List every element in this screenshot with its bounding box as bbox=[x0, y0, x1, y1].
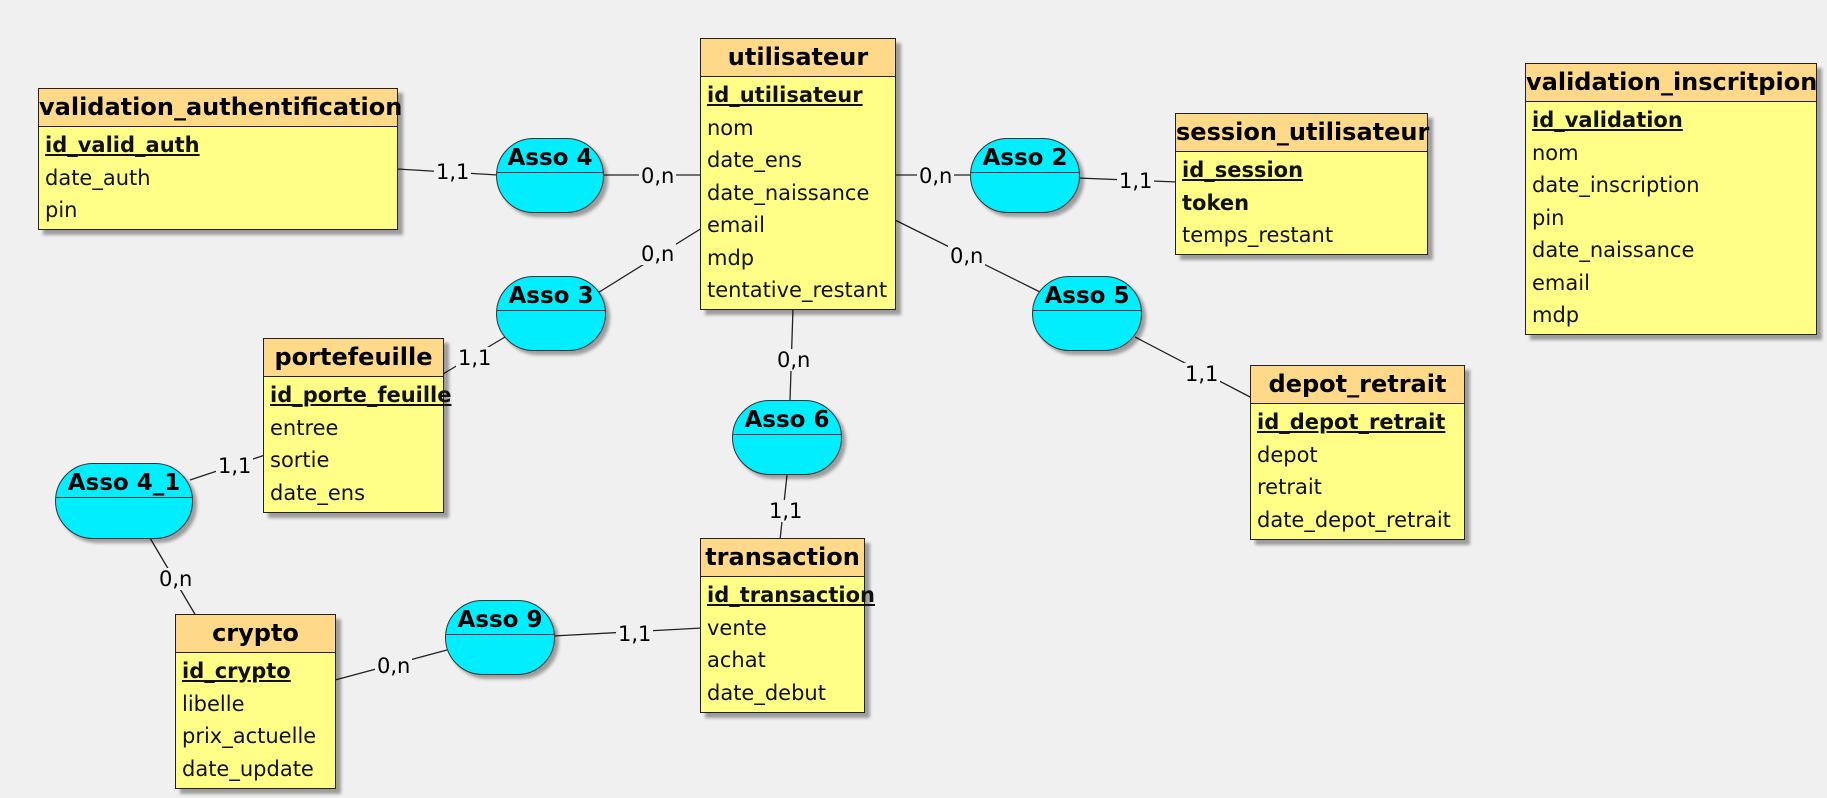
association-name: Asso 2 bbox=[982, 145, 1068, 171]
attribute: email bbox=[1532, 270, 1590, 295]
cardinality-label: 1,1 bbox=[434, 160, 472, 184]
primary-key: id_validation bbox=[1532, 108, 1683, 132]
attribute: date_depot_retrait bbox=[1257, 507, 1451, 532]
attribute: libelle bbox=[182, 691, 245, 716]
entity-title: depot_retrait bbox=[1251, 366, 1464, 404]
attribute: nom bbox=[707, 115, 754, 140]
cardinality-label: 0,n bbox=[639, 242, 677, 266]
attribute: email bbox=[707, 213, 765, 237]
attribute: date_update bbox=[182, 756, 314, 781]
entity-validation-authentification: validation_authentification id_valid_aut… bbox=[38, 88, 402, 230]
cardinality-label: 1,1 bbox=[216, 454, 254, 478]
association-asso5: Asso 5 bbox=[1032, 276, 1142, 351]
primary-key: id_porte_feuille bbox=[270, 383, 452, 407]
attribute: sortie bbox=[270, 448, 330, 472]
entity-depot-retrait: depot_retrait id_depot_retrait depot ret… bbox=[1250, 365, 1465, 540]
cardinality-label: 1,1 bbox=[616, 622, 654, 646]
cardinality-label: 1,1 bbox=[1183, 362, 1221, 386]
attribute: token bbox=[1182, 190, 1250, 215]
entity-title: transaction bbox=[701, 539, 864, 577]
attribute: date_ens bbox=[707, 148, 803, 172]
primary-key: id_utilisateur bbox=[707, 83, 863, 107]
entity-title: portefeuille bbox=[264, 339, 443, 377]
entity-session-utilisateur: session_utilisateur id_session token tem… bbox=[1175, 113, 1429, 255]
attribute: entree bbox=[270, 415, 339, 440]
association-asso6: Asso 6 bbox=[732, 400, 842, 475]
entity-transaction: transaction id_transaction vente achat d… bbox=[700, 538, 875, 713]
entity-title: crypto bbox=[176, 615, 335, 653]
primary-key: id_crypto bbox=[182, 659, 291, 683]
association-divider bbox=[497, 171, 603, 173]
attribute: pin bbox=[45, 198, 78, 222]
association-divider bbox=[733, 433, 841, 435]
cardinality-label: 0,n bbox=[157, 567, 195, 591]
association-asso9: Asso 9 bbox=[445, 600, 555, 675]
primary-key: id_transaction bbox=[707, 583, 875, 607]
association-asso4: Asso 4 bbox=[496, 138, 604, 213]
attribute: retrait bbox=[1257, 475, 1322, 499]
entity-utilisateur: utilisateur id_utilisateur nom date_ens … bbox=[700, 38, 896, 310]
primary-key: id_valid_auth bbox=[45, 133, 200, 157]
association-divider bbox=[971, 171, 1079, 173]
entity-title: session_utilisateur bbox=[1176, 114, 1429, 152]
entity-crypto: crypto id_crypto libelle prix_actuelle d… bbox=[175, 614, 336, 789]
attribute: date_debut bbox=[707, 680, 826, 705]
entity-title: validation_inscritpion bbox=[1526, 64, 1817, 102]
primary-key: id_session bbox=[1182, 158, 1304, 182]
association-divider bbox=[56, 497, 192, 499]
association-asso2: Asso 2 bbox=[970, 138, 1080, 213]
attribute: prix_actuelle bbox=[182, 724, 317, 748]
attribute: date_naissance bbox=[707, 180, 870, 205]
association-asso3: Asso 3 bbox=[496, 276, 606, 351]
association-name: Asso 6 bbox=[744, 407, 830, 433]
association-divider bbox=[1033, 309, 1141, 311]
attribute: pin bbox=[1532, 205, 1565, 230]
entity-title: utilisateur bbox=[701, 39, 895, 77]
cardinality-label: 1,1 bbox=[1117, 169, 1155, 193]
association-asso4_1: Asso 4_1 bbox=[55, 463, 193, 539]
association-name: Asso 5 bbox=[1044, 283, 1130, 309]
attribute: vente bbox=[707, 615, 767, 640]
attribute: temps_restant bbox=[1182, 223, 1334, 247]
association-name: Asso 3 bbox=[508, 283, 594, 309]
primary-key: id_depot_retrait bbox=[1257, 410, 1446, 434]
cardinality-label: 1,1 bbox=[767, 499, 805, 523]
association-name: Asso 4 bbox=[507, 145, 593, 171]
association-name: Asso 4_1 bbox=[67, 470, 181, 496]
entity-title: validation_authentification bbox=[39, 89, 402, 127]
association-divider bbox=[497, 309, 605, 311]
cardinality-label: 0,n bbox=[375, 654, 413, 678]
cardinality-label: 0,n bbox=[948, 244, 986, 268]
attribute: achat bbox=[707, 648, 766, 672]
attribute: depot bbox=[1257, 442, 1318, 467]
attribute: mdp bbox=[1532, 303, 1580, 327]
attribute: tentative_restant bbox=[707, 278, 888, 302]
entity-validation-inscritpion: validation_inscritpion id_validation nom… bbox=[1525, 63, 1817, 335]
attribute: nom bbox=[1532, 140, 1579, 165]
cardinality-label: 0,n bbox=[917, 164, 955, 188]
attribute: date_auth bbox=[45, 165, 151, 190]
association-divider bbox=[446, 633, 554, 635]
attribute: date_inscription bbox=[1532, 173, 1700, 197]
attribute: date_ens bbox=[270, 480, 366, 505]
cardinality-label: 1,1 bbox=[456, 346, 494, 370]
cardinality-label: 0,n bbox=[639, 164, 677, 188]
attribute: mdp bbox=[707, 245, 755, 270]
association-name: Asso 9 bbox=[457, 607, 543, 633]
cardinality-label: 0,n bbox=[775, 348, 813, 372]
attribute: date_naissance bbox=[1532, 238, 1695, 262]
entity-portefeuille: portefeuille id_porte_feuille entree sor… bbox=[263, 338, 452, 513]
edge-utilisateur-asso3 bbox=[579, 227, 703, 305]
